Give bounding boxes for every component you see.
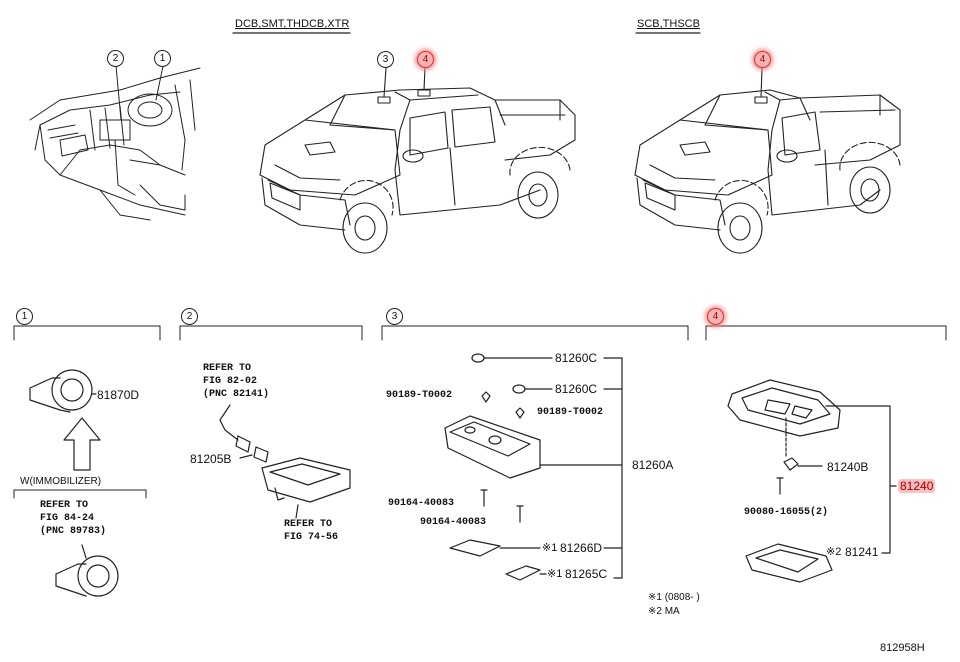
callout-4-truck2[interactable]: 4 [754, 51, 771, 68]
part-81260c-a[interactable]: 81260C [555, 351, 598, 365]
part-81240[interactable]: 81240 [898, 479, 936, 493]
console-lamp-housing-illustration [261, 457, 351, 519]
footnote-mark-1: ※1 [547, 568, 563, 580]
footnote-1: ※1 (0808- ) [648, 592, 700, 603]
part-81266d[interactable]: 81266D [560, 541, 603, 555]
section-brackets [13, 325, 947, 341]
callout-1-dashboard[interactable]: 1 [154, 50, 171, 67]
section-4-marker[interactable]: 4 [707, 308, 724, 325]
header-single-cab: SCB,THSCB [637, 18, 700, 30]
refer-line[interactable]: (PNC 82141) [203, 389, 270, 400]
room-lamp-assembly-illustration [727, 379, 897, 583]
part-90189-left[interactable]: 90189-T0002 [386, 390, 453, 401]
part-90080[interactable]: 90080-16055(2) [744, 507, 829, 518]
part-81260a[interactable]: 81260A [632, 458, 674, 472]
callout-2-dashboard[interactable]: 2 [107, 50, 124, 67]
footnote-mark-2: ※2 [826, 546, 842, 558]
immobilizer-note: W(IMMOBILIZER) [20, 476, 102, 487]
figure-id: 812958H [880, 642, 925, 654]
refer-line[interactable]: (PNC 89783) [40, 526, 107, 537]
section-3-marker[interactable]: 3 [386, 308, 403, 325]
part-81205b[interactable]: 81205B [190, 452, 232, 466]
bulb-socket-illustration [219, 404, 269, 463]
part-81265c[interactable]: 81265C [565, 567, 608, 581]
part-90164-a[interactable]: 90164-40083 [388, 498, 455, 509]
immobilizer-amplifier-illustration [29, 369, 97, 413]
part-81260c-b[interactable]: 81260C [555, 382, 598, 396]
immobilizer-amplifier-alt-illustration [55, 544, 119, 597]
footnote-mark-1: ※1 [542, 542, 558, 554]
header-double-cab: DCB,SMT,THDCB,XTR [235, 18, 350, 30]
part-90164-b[interactable]: 90164-40083 [420, 517, 487, 528]
dashboard-illustration [29, 65, 201, 221]
refer-line: REFER TO [40, 500, 89, 511]
footnote-2: ※2 MA [648, 606, 680, 617]
part-90189-right[interactable]: 90189-T0002 [537, 407, 604, 418]
refer-line[interactable]: FIG 74-56 [284, 532, 339, 543]
single-cab-truck-illustration [634, 67, 901, 254]
refer-line: REFER TO [203, 363, 252, 374]
callout-4-truck1[interactable]: 4 [417, 51, 434, 68]
part-81870d[interactable]: 81870D [97, 388, 140, 402]
section-1-marker[interactable]: 1 [16, 308, 33, 325]
section-2-marker[interactable]: 2 [181, 308, 198, 325]
refer-line: FIG 84-24 [40, 513, 95, 524]
part-81240b[interactable]: 81240B [827, 460, 869, 474]
map-lamp-assembly-illustration [444, 353, 623, 581]
double-cab-truck-illustration [259, 67, 576, 254]
arrow-up-icon [63, 417, 101, 471]
refer-line: REFER TO [284, 519, 333, 530]
refer-line: FIG 82-02 [203, 376, 258, 387]
callout-3-truck1[interactable]: 3 [377, 51, 394, 68]
part-81241[interactable]: 81241 [845, 545, 879, 559]
